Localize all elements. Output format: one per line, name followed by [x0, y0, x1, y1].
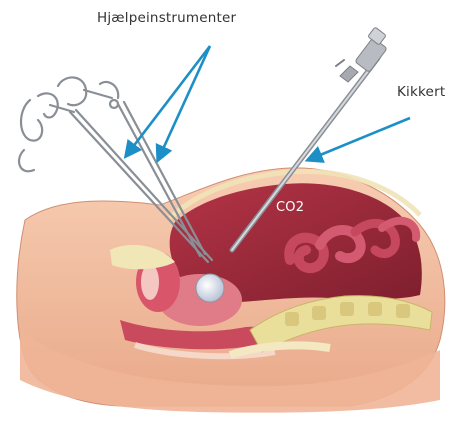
arrow-to-scope [308, 118, 410, 160]
label-scope: Kikkert [397, 84, 445, 100]
scope-light [196, 274, 224, 302]
label-co2: CO2 [276, 200, 304, 215]
label-helper-instruments: Hjælpeinstrumenter [97, 10, 236, 26]
